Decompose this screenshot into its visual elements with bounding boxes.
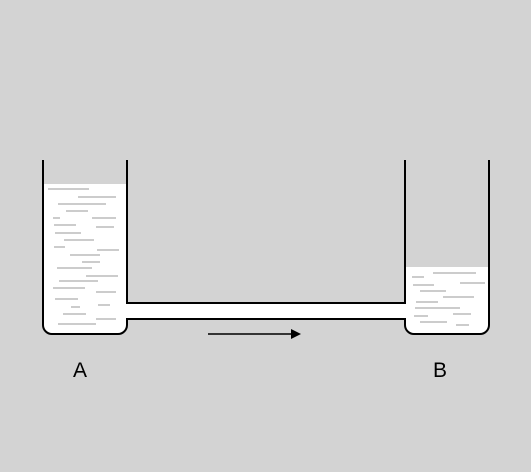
pipe-liquid [126,303,406,319]
vessel-a-liquid-hatching [48,188,119,325]
vessel-outline [42,160,490,335]
liquid [43,184,489,334]
vessel-a-liquid [43,184,127,334]
flow-arrow-icon [208,329,301,339]
vessel-a-label: A [73,359,88,382]
vessel-b-liquid-hatching [412,272,485,326]
vessel-b-liquid [405,267,489,334]
vessel-b-label: B [433,359,448,382]
